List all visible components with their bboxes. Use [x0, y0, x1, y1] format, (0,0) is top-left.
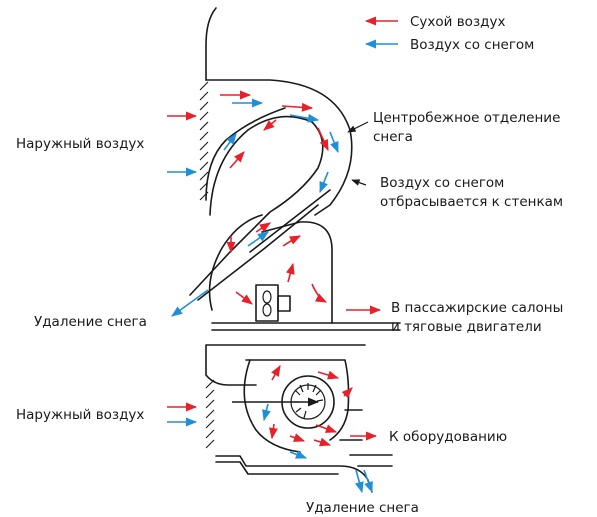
- lower-red-arrow-5: [318, 372, 338, 378]
- floor-panel: [206, 345, 365, 385]
- fan-motor: [278, 296, 290, 311]
- bottom-tray-2: [216, 462, 338, 474]
- duct-red-arrow-4: [230, 152, 244, 168]
- flow-upper-duct: [220, 95, 338, 304]
- legend-dry-air-label: Сухой воздух: [410, 14, 505, 30]
- snow-removal-bottom-arrow-1: [356, 470, 362, 492]
- duct-red-arrow-5: [264, 120, 276, 130]
- housing-structure: [190, 8, 400, 492]
- duct-blue-arrow-3: [330, 132, 338, 152]
- lower-loop: [210, 215, 262, 310]
- lower-intake-grille: [206, 380, 214, 448]
- snow-removal-bottom-arrow-2: [364, 470, 372, 492]
- legend: Сухой воздух Воздух со снегом: [366, 14, 534, 53]
- to-cabins-label-line1: В пассажирские салоны: [391, 300, 563, 316]
- snow-removal-bottom-label: Удаление снега: [306, 500, 419, 516]
- legend-snow-air-label: Воздух со снегом: [410, 37, 534, 53]
- duct-red-arrow-10: [236, 292, 252, 304]
- duct-red-arrow-9: [288, 264, 293, 282]
- flow-outside-air-top: [167, 116, 196, 172]
- to-equipment-label: К оборудованию: [389, 429, 507, 445]
- duct-red-arrow-2: [282, 106, 312, 108]
- labels: Наружный воздух Центробежное отделение с…: [16, 110, 563, 516]
- outside-air-bottom-label: Наружный воздух: [16, 407, 144, 423]
- to-cabins-label-line2: и тяговые двигатели: [391, 319, 542, 335]
- duct-red-arrow-8: [283, 236, 300, 246]
- snow-removal-left-label: Удаление снега: [34, 314, 147, 330]
- fan-icon: [263, 291, 271, 316]
- lower-red-arrow-7: [316, 425, 336, 432]
- centrifugal-label-line2: снега: [373, 129, 413, 145]
- lower-red-arrow-3: [290, 436, 304, 441]
- duct-blue-arrow-6: [248, 232, 268, 246]
- centrifugal-duct-outer: [206, 80, 352, 215]
- lower-red-arrow-4: [314, 440, 330, 445]
- outer-wall: [206, 8, 216, 80]
- centrifugal-duct-inner: [190, 117, 323, 295]
- lower-blue-arrow-1: [264, 404, 268, 420]
- snow-chute: [350, 455, 392, 466]
- lower-red-arrow-2: [272, 424, 274, 438]
- outside-air-top-label: Наружный воздух: [16, 136, 144, 152]
- lower-red-arrow-1: [272, 366, 280, 380]
- centrifugal-label-line1: Центробежное отделение: [373, 110, 560, 126]
- lower-blue-arrow-2: [290, 452, 306, 458]
- centrifugal-leader: [348, 122, 368, 132]
- thrown-leader: [352, 180, 366, 185]
- flow-lower-section: [167, 366, 376, 492]
- thrown-label-line1: Воздух со снегом: [380, 175, 504, 191]
- thrown-label-line2: отбрасывается к стенкам: [380, 194, 563, 210]
- duct-red-arrow-11: [312, 284, 326, 302]
- duct-blue-arrow-4: [320, 172, 328, 192]
